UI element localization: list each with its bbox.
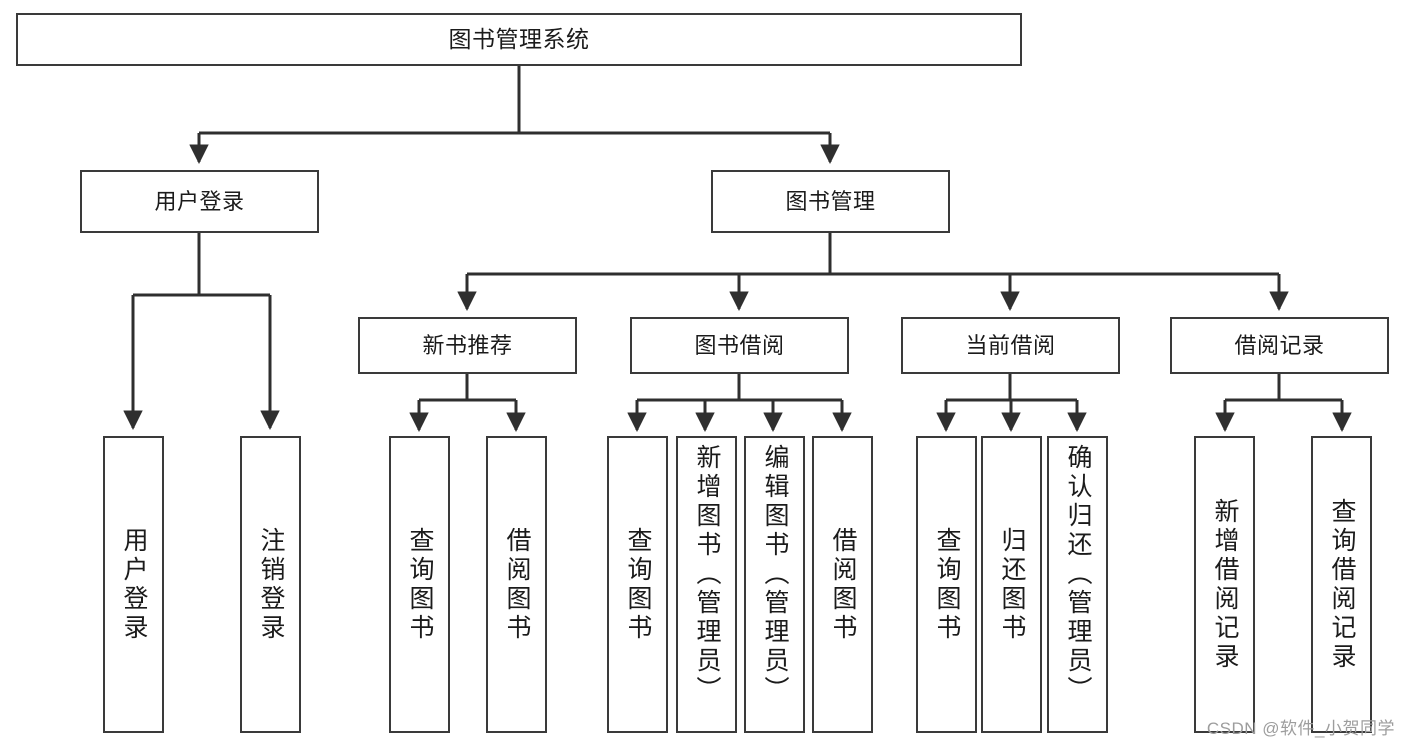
node-book-management[interactable]: 图书管理 xyxy=(711,170,950,233)
leaf-label: 编辑图书（管理员） xyxy=(761,444,789,705)
leaf-label: 新增图书（管理员） xyxy=(693,444,721,705)
leaf-label: 查询图书 xyxy=(406,526,434,643)
leaf-label: 借阅图书 xyxy=(503,526,531,643)
leaf-borrow-query-book[interactable]: 查询图书 xyxy=(607,436,668,733)
node-borrow-record[interactable]: 借阅记录 xyxy=(1170,317,1389,374)
node-book-management-label: 图书管理 xyxy=(785,188,876,214)
leaf-record-query-record[interactable]: 查询借阅记录 xyxy=(1311,436,1372,733)
node-book-borrow-label: 图书借阅 xyxy=(694,332,785,358)
leaf-label: 新增借阅记录 xyxy=(1211,497,1239,672)
leaf-current-return-book[interactable]: 归还图书 xyxy=(981,436,1042,733)
leaf-record-add-record[interactable]: 新增借阅记录 xyxy=(1194,436,1255,733)
leaf-new-book-query[interactable]: 查询图书 xyxy=(389,436,450,733)
node-root-label: 图书管理系统 xyxy=(448,25,590,52)
leaf-label: 查询借阅记录 xyxy=(1328,497,1356,672)
node-book-borrow[interactable]: 图书借阅 xyxy=(630,317,849,374)
node-current-borrow[interactable]: 当前借阅 xyxy=(901,317,1120,374)
node-user-login-label: 用户登录 xyxy=(154,188,245,214)
leaf-borrow-edit-book-admin[interactable]: 编辑图书（管理员） xyxy=(744,436,805,733)
leaf-label: 用户登录 xyxy=(120,526,148,643)
node-current-borrow-label: 当前借阅 xyxy=(965,332,1056,358)
leaf-label: 归还图书 xyxy=(998,526,1026,643)
node-user-login[interactable]: 用户登录 xyxy=(80,170,319,233)
leaf-current-confirm-return-admin[interactable]: 确认归还（管理员） xyxy=(1047,436,1108,733)
leaf-current-query-book[interactable]: 查询图书 xyxy=(916,436,977,733)
leaf-borrow-borrow-book[interactable]: 借阅图书 xyxy=(812,436,873,733)
leaf-label: 借阅图书 xyxy=(829,526,857,643)
leaf-label: 注销登录 xyxy=(257,526,285,643)
node-root[interactable]: 图书管理系统 xyxy=(16,13,1022,66)
leaf-user-login-logout[interactable]: 注销登录 xyxy=(240,436,301,733)
node-new-book-recommend[interactable]: 新书推荐 xyxy=(358,317,577,374)
leaf-user-login-login[interactable]: 用户登录 xyxy=(103,436,164,733)
leaf-new-book-borrow[interactable]: 借阅图书 xyxy=(486,436,547,733)
leaf-label: 查询图书 xyxy=(624,526,652,643)
node-new-book-recommend-label: 新书推荐 xyxy=(422,332,513,358)
csdn-watermark: CSDN @软件_小贺同学 xyxy=(1206,719,1395,738)
leaf-label: 确认归还（管理员） xyxy=(1064,444,1092,705)
leaf-borrow-add-book-admin[interactable]: 新增图书（管理员） xyxy=(676,436,737,733)
leaf-label: 查询图书 xyxy=(933,526,961,643)
node-borrow-record-label: 借阅记录 xyxy=(1234,332,1325,358)
